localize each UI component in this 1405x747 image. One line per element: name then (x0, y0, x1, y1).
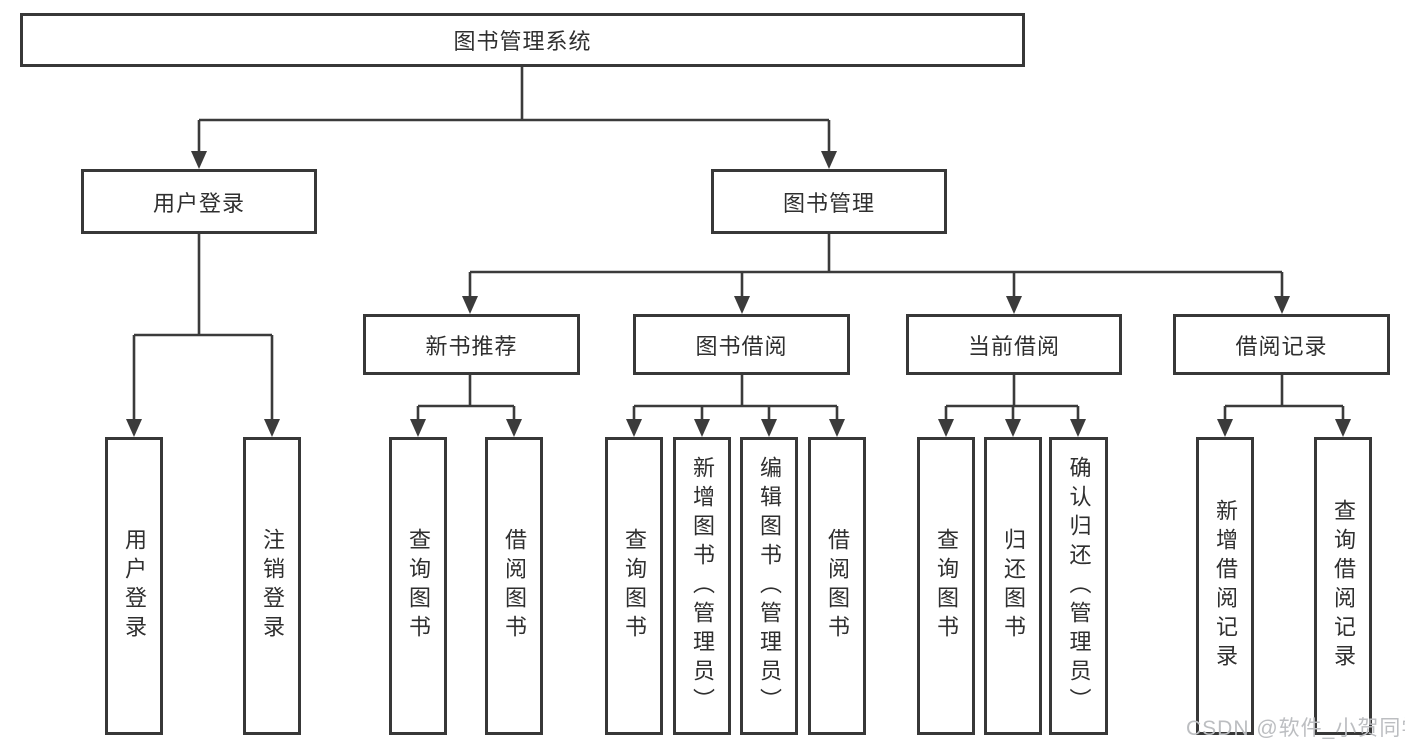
node-current-borrow-label: 当前借阅 (967, 333, 1060, 359)
leaf-query-book-current: 查询图书 (917, 437, 975, 735)
leaf-edit-book-admin-label: 编辑图书（管理员） (757, 455, 782, 717)
leaf-add-borrow-record: 新增借阅记录 (1196, 437, 1254, 735)
leaf-add-book-admin: 新增图书（管理员） (673, 437, 731, 735)
node-book-borrow: 图书借阅 (633, 314, 850, 375)
node-root-system: 图书管理系统 (20, 13, 1025, 67)
node-book-management-label: 图书管理 (782, 190, 875, 216)
node-new-book-recommend-label: 新书推荐 (425, 333, 518, 359)
leaf-logout-label: 注销登录 (260, 528, 285, 644)
leaf-query-book-recommend-label: 查询图书 (406, 528, 431, 644)
node-borrow-records-label: 借阅记录 (1235, 333, 1328, 359)
leaf-edit-book-admin: 编辑图书（管理员） (740, 437, 798, 735)
node-book-management: 图书管理 (711, 169, 947, 234)
leaf-query-book-borrow: 查询图书 (605, 437, 663, 735)
arrowhead-icons (126, 151, 1351, 437)
leaf-query-book-current-label: 查询图书 (934, 528, 959, 644)
node-user-login-label: 用户登录 (152, 190, 245, 216)
leaf-query-borrow-record-label: 查询借阅记录 (1331, 499, 1356, 673)
leaf-confirm-return-admin: 确认归还（管理员） (1049, 437, 1108, 735)
leaf-return-book: 归还图书 (984, 437, 1042, 735)
csdn-watermark: CSDN @软件_小贺同学 (1186, 717, 1405, 740)
node-current-borrow: 当前借阅 (906, 314, 1122, 375)
node-book-borrow-label: 图书借阅 (695, 333, 788, 359)
node-root-label: 图书管理系统 (453, 29, 592, 54)
leaf-logout: 注销登录 (243, 437, 301, 735)
leaf-add-borrow-record-label: 新增借阅记录 (1213, 499, 1238, 673)
node-borrow-records: 借阅记录 (1173, 314, 1390, 375)
leaf-user-login: 用户登录 (105, 437, 163, 735)
leaf-query-borrow-record: 查询借阅记录 (1314, 437, 1372, 735)
node-user-login: 用户登录 (81, 169, 317, 234)
leaf-query-book-recommend: 查询图书 (389, 437, 447, 735)
leaf-return-book-label: 归还图书 (1001, 528, 1026, 644)
node-new-book-recommend: 新书推荐 (363, 314, 580, 375)
leaf-borrow-book-label: 借阅图书 (825, 528, 850, 644)
leaf-query-book-borrow-label: 查询图书 (622, 528, 647, 644)
leaf-add-book-admin-label: 新增图书（管理员） (690, 455, 715, 717)
leaf-user-login-label: 用户登录 (122, 528, 147, 644)
leaf-borrow-book: 借阅图书 (808, 437, 866, 735)
leaf-borrow-book-recommend: 借阅图书 (485, 437, 543, 735)
leaf-borrow-book-recommend-label: 借阅图书 (502, 528, 527, 644)
leaf-confirm-return-admin-label: 确认归还（管理员） (1066, 455, 1092, 717)
